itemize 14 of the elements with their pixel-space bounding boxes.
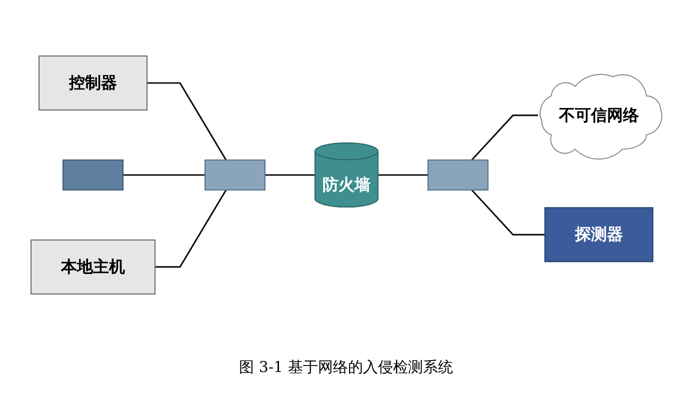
- connector: [122, 174, 205, 176]
- node-box: 控制器: [38, 56, 148, 110]
- connector: [154, 190, 226, 268]
- connector: [470, 189, 544, 236]
- connector: [146, 82, 226, 160]
- node-box: 本地主机: [30, 240, 156, 294]
- node-box: [204, 160, 266, 190]
- figure-caption: 图 3-1 基于网络的入侵检测系统: [239, 358, 453, 377]
- connector: [470, 114, 538, 161]
- connector: [378, 174, 428, 176]
- node-box: 探测器: [544, 207, 653, 262]
- node-box: [427, 160, 488, 190]
- connector: [264, 174, 315, 176]
- node-box: [62, 160, 124, 190]
